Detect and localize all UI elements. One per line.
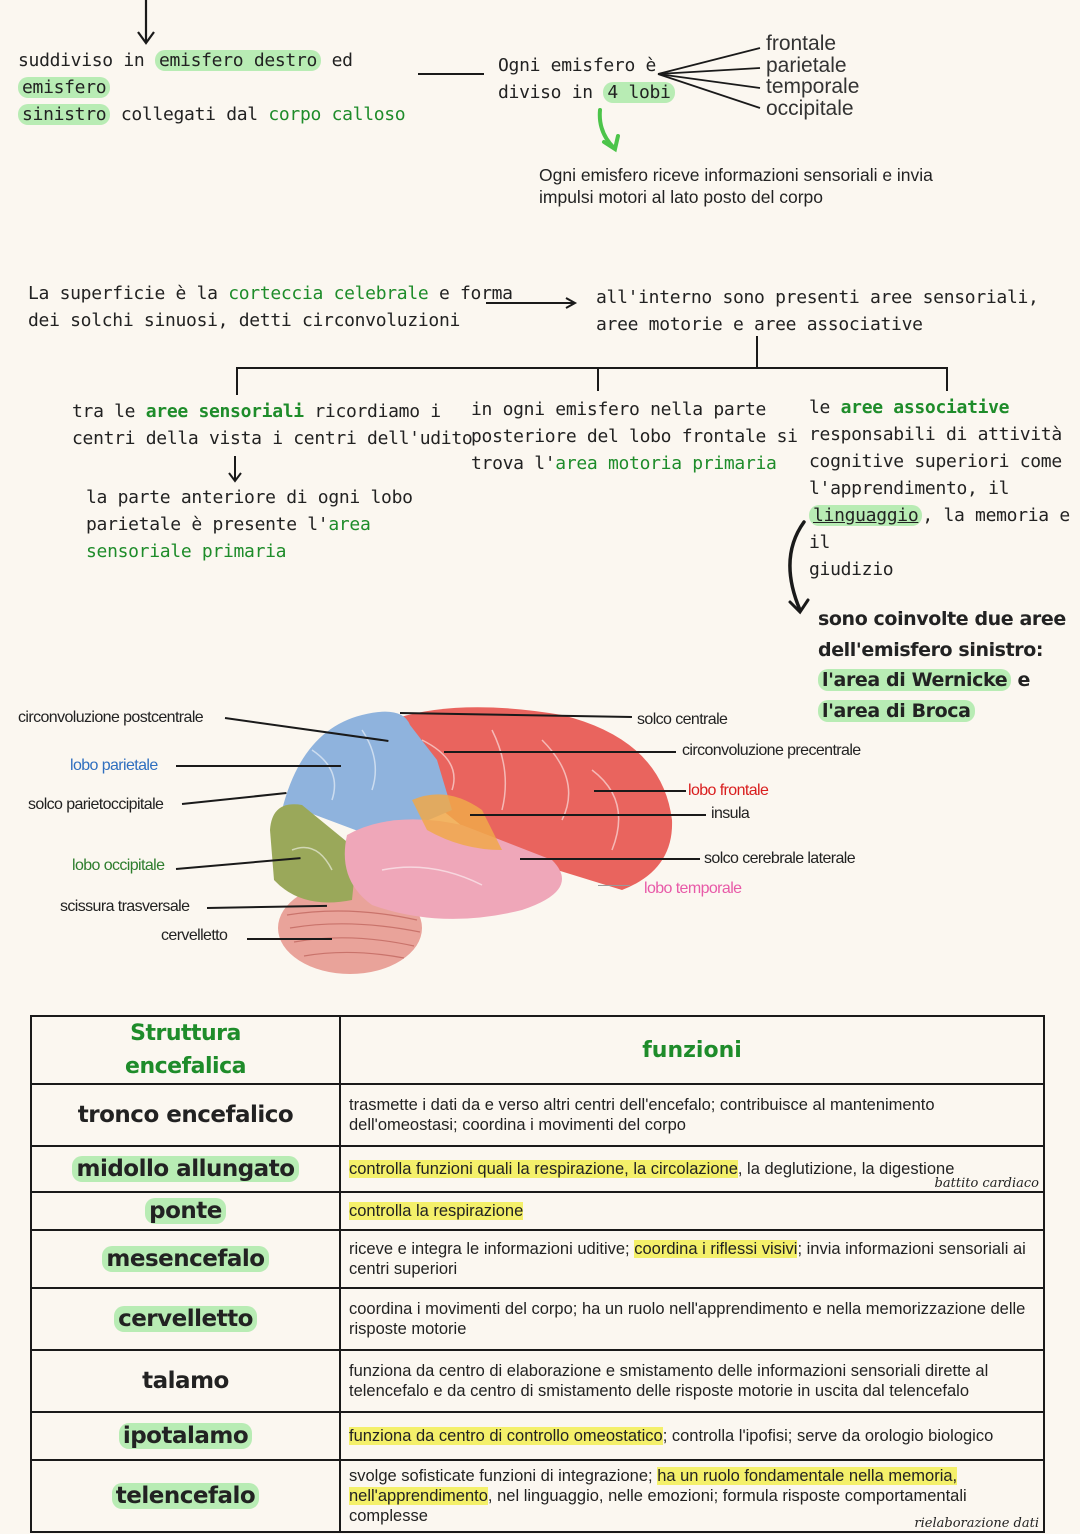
table-row: telencefalo svolge sofisticate funzioni …: [30, 1459, 1045, 1533]
brain-illustration: [270, 707, 673, 974]
insula-shape: [412, 794, 502, 850]
struct-name: midollo allungato: [30, 1145, 341, 1193]
struct-name: talamo: [30, 1349, 341, 1413]
function-text: funziona da centro di controllo omeostat…: [339, 1411, 1045, 1461]
down-arrow-icon: [137, 0, 155, 45]
functions-table: Struttura encefalica funzioni tronco enc…: [30, 1015, 1045, 1533]
motor-area-text: in ogni emisfero nella parte posteriore …: [471, 399, 798, 474]
function-text: controlla la respirazione: [339, 1191, 1045, 1231]
label-circonvoluzione-precentrale: circonvoluzione precentrale: [682, 742, 861, 759]
header-struttura: Struttura encefalica: [30, 1015, 341, 1085]
label-solco-parietoccipitale: solco parietoccipitale: [28, 796, 164, 813]
function-text: svolge sofisticate funzioni di integrazi…: [339, 1459, 1045, 1533]
sensory-primary-text: la parte anteriore di ogni lobo parietal…: [86, 487, 413, 562]
function-text: controlla funzioni quali la respirazione…: [339, 1145, 1045, 1193]
temporal-lobe-shape: [344, 819, 562, 919]
function-text: coordina i movimenti del corpo; ha un ru…: [339, 1287, 1045, 1351]
table-row: talamo funziona da centro di elaborazion…: [30, 1349, 1045, 1413]
connector-line: [418, 73, 484, 75]
handwritten-note: rielaborazione dati: [914, 1516, 1039, 1531]
function-text: trasmette i dati da e verso altri centri…: [339, 1083, 1045, 1147]
label-lobo-occipitale: lobo occipitale: [72, 857, 165, 874]
struct-name: cervelletto: [30, 1287, 341, 1351]
table-row: midollo allungato controlla funzioni qua…: [30, 1145, 1045, 1193]
tree-bar: [236, 367, 948, 369]
hemispheres-text: suddiviso in emisfero destro ed emisfero…: [18, 50, 406, 125]
parietal-lobe-shape: [282, 711, 452, 840]
table-row: mesencefalo riceve e integra le informaz…: [30, 1229, 1045, 1289]
broca-wernicke-text: sono coinvolte due aree dell'emisfero si…: [818, 608, 1066, 722]
label-cervelletto: cervelletto: [161, 927, 228, 944]
function-text: funziona da centro di elaborazione e smi…: [339, 1349, 1045, 1413]
sensory-areas-text: tra le aree sensoriali ricordiamo i cent…: [72, 401, 473, 449]
green-curved-arrow-icon: [597, 108, 620, 153]
label-lobo-parietale: lobo parietale: [70, 757, 158, 774]
table-row: cervelletto coordina i movimenti del cor…: [30, 1287, 1045, 1351]
areas-text: all'interno sono presenti aree sensorial…: [596, 287, 1039, 335]
table-row: tronco encefalico trasmette i dati da e …: [30, 1083, 1045, 1147]
lobes-text: Ogni emisfero è diviso in 4 lobi: [498, 52, 675, 106]
table-row: ipotalamo funziona da centro di controll…: [30, 1411, 1045, 1461]
lobes-note: Ogni emisfero riceve informazioni sensor…: [539, 165, 933, 207]
branch-lines: [657, 47, 761, 109]
handwritten-note: battito cardiaco: [934, 1176, 1039, 1191]
struct-name: mesencefalo: [30, 1229, 341, 1289]
label-circonvoluzione-postcentrale: circonvoluzione postcentrale: [18, 709, 204, 726]
label-scissura-trasversale: scissura trasversale: [60, 898, 190, 915]
cortex-text: La superficie è la corteccia celebrale e…: [28, 283, 513, 331]
lobes-list: frontale parietale temporale occipitale: [766, 32, 860, 120]
header-funzioni: funzioni: [339, 1015, 1045, 1085]
corpo-calloso-text: corpo calloso: [268, 104, 406, 125]
label-solco-cerebrale-laterale: solco cerebrale laterale: [704, 850, 856, 867]
struct-name: ipotalamo: [30, 1411, 341, 1461]
label-insula: insula: [711, 805, 750, 822]
struct-name: ponte: [30, 1191, 341, 1231]
function-text: riceve e integra le informazioni uditive…: [339, 1229, 1045, 1289]
label-solco-centrale: solco centrale: [637, 711, 728, 728]
right-arrow-icon: [486, 297, 578, 309]
struct-name: telencefalo: [30, 1459, 341, 1533]
table-row: ponte controlla la respirazione: [30, 1191, 1045, 1231]
down-arrow-icon: [228, 456, 242, 483]
curved-arrow-icon: [788, 520, 810, 615]
label-lobo-frontale: lobo frontale: [688, 782, 769, 799]
tree-stem: [756, 336, 758, 368]
table-header-row: Struttura encefalica funzioni: [30, 1015, 1045, 1085]
label-lobo-temporale: lobo temporale: [644, 880, 742, 897]
associative-areas-text: le aree associative responsabili di atti…: [809, 397, 1070, 580]
struct-name: tronco encefalico: [30, 1083, 341, 1147]
occipital-lobe-shape: [270, 804, 357, 903]
highlight-emisfero-destro: emisfero destro: [154, 50, 322, 71]
